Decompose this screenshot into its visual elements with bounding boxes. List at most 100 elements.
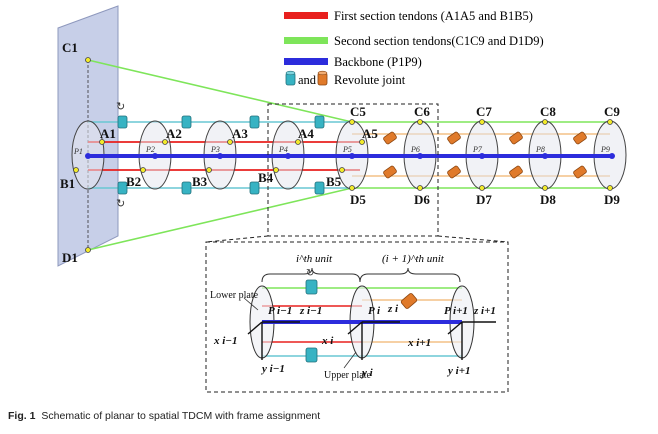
unit-i-label: i^th unit bbox=[296, 253, 333, 265]
label-P-ip1: P i+1 bbox=[444, 305, 468, 317]
label-P5: P5 bbox=[342, 145, 352, 154]
label-P-i: P i bbox=[368, 305, 381, 317]
rotation-arrow-top-icon: ↻ bbox=[116, 101, 125, 113]
label-D6: D6 bbox=[414, 192, 430, 207]
frame-axes bbox=[247, 321, 496, 360]
cyan-joint-icon bbox=[249, 115, 260, 129]
inset-orange-joint-icon bbox=[400, 293, 418, 309]
unit-i1-label: (i + 1)^th unit bbox=[382, 253, 445, 265]
figure-number: Fig. 1 bbox=[8, 410, 36, 422]
label-P9: P9 bbox=[600, 145, 610, 154]
cyan-joint-icon bbox=[117, 115, 128, 129]
legend-cyan-joint-icon bbox=[285, 70, 296, 86]
orange-joint-icon bbox=[383, 165, 397, 179]
orange-joint-icon bbox=[447, 131, 461, 145]
label-y-im1: y i−1 bbox=[260, 363, 285, 375]
orange-joints bbox=[383, 131, 587, 179]
label-P7: P7 bbox=[472, 145, 483, 154]
cyan-joint-icon bbox=[314, 181, 325, 195]
cyan-joint-icon bbox=[117, 181, 128, 195]
legend-swatch-first bbox=[284, 12, 328, 19]
label-D7: D7 bbox=[476, 192, 492, 207]
figure-caption: Fig. 1 Schematic of planar to spatial TDC… bbox=[8, 410, 320, 422]
label-x-i: x i bbox=[321, 335, 334, 347]
label-C9: C9 bbox=[604, 104, 620, 119]
label-P4: P4 bbox=[278, 145, 288, 154]
highlight-box bbox=[267, 103, 439, 237]
label-A4: A4 bbox=[298, 126, 314, 141]
label-P3: P3 bbox=[210, 145, 220, 154]
orange-joint-icon bbox=[383, 131, 397, 145]
cyan-joint-icon bbox=[249, 181, 260, 195]
label-P2: P2 bbox=[145, 145, 155, 154]
label-z-i: z i bbox=[387, 303, 399, 315]
orange-joint-icon bbox=[509, 165, 523, 179]
label-D9: D9 bbox=[604, 192, 620, 207]
label-P1: P1 bbox=[73, 147, 83, 156]
brace-unit-i bbox=[261, 267, 361, 283]
legend-swatch-backbone bbox=[284, 58, 328, 65]
label-B2: B2 bbox=[126, 174, 141, 189]
zoom-line-right bbox=[437, 235, 509, 243]
brace-unit-i1 bbox=[359, 267, 461, 283]
label-P-im1: P i−1 bbox=[268, 305, 292, 317]
label-z-im1: z i−1 bbox=[299, 305, 322, 317]
lower-plate-pointer bbox=[243, 297, 259, 311]
legend: First section tendons (A1A5 and B1B5) Se… bbox=[284, 9, 544, 87]
inset: i^th unit (i + 1)^th unit ↻ P i−1 z i−1 … bbox=[205, 241, 509, 393]
label-A3: A3 bbox=[232, 126, 248, 141]
upper-plate-pointer bbox=[343, 351, 357, 369]
label-A2: A2 bbox=[166, 126, 182, 141]
inset-cyan-joint-icon bbox=[305, 347, 318, 363]
label-C8: C8 bbox=[540, 104, 556, 119]
legend-swatch-second bbox=[284, 37, 328, 44]
legend-joint-label: Revolute joint bbox=[334, 73, 406, 87]
rotation-arrow-bottom-icon: ↻ bbox=[116, 198, 125, 210]
label-B1: B1 bbox=[60, 176, 75, 191]
lower-plate-label: Lower plate bbox=[210, 290, 259, 301]
label-C7: C7 bbox=[476, 104, 492, 119]
orange-joint-icon bbox=[509, 131, 523, 145]
point-labels: C1 D1 A1 A2 A3 A4 A5 B1 B2 B3 B4 B5 C5 C… bbox=[60, 40, 620, 265]
legend-backbone-label: Backbone (P1P9) bbox=[334, 55, 422, 69]
label-D1: D1 bbox=[62, 250, 78, 265]
label-P6: P6 bbox=[410, 145, 420, 154]
label-B5: B5 bbox=[326, 174, 342, 189]
legend-orange-joint-icon bbox=[317, 70, 328, 86]
tendon-points bbox=[73, 57, 613, 253]
figure-caption-text: Schematic of planar to spatial TDCM with… bbox=[41, 410, 321, 422]
label-D8: D8 bbox=[540, 192, 556, 207]
disks bbox=[71, 120, 627, 190]
backbone-nodes bbox=[85, 153, 615, 159]
label-y-ip1: y i+1 bbox=[446, 365, 470, 377]
inset-cyan-joint-icon bbox=[305, 279, 318, 295]
upper-plate-label: Upper plate bbox=[324, 370, 371, 381]
zoom-line-left bbox=[205, 235, 269, 243]
orange-joint-icon bbox=[447, 165, 461, 179]
legend-and-label: and bbox=[298, 73, 317, 87]
label-A5: A5 bbox=[362, 126, 378, 141]
orange-joint-icon bbox=[573, 165, 587, 179]
label-D5: D5 bbox=[350, 192, 366, 207]
label-C1: C1 bbox=[62, 40, 78, 55]
label-y-i: y i bbox=[360, 367, 374, 379]
legend-first-label: First section tendons (A1A5 and B1B5) bbox=[334, 9, 533, 23]
label-z-ip1: z i+1 bbox=[473, 305, 496, 317]
inset-rotation-icon: ↻ bbox=[306, 268, 314, 279]
cyan-joint-icon bbox=[181, 115, 192, 129]
label-C6: C6 bbox=[414, 104, 430, 119]
orange-joint-icon bbox=[573, 131, 587, 145]
label-B4: B4 bbox=[258, 170, 274, 185]
label-x-im1: x i−1 bbox=[213, 335, 237, 347]
legend-second-label: Second section tendons(C1C9 and D1D9) bbox=[334, 34, 544, 48]
label-B3: B3 bbox=[192, 174, 208, 189]
cyan-joints bbox=[117, 115, 325, 195]
label-x-ip1: x i+1 bbox=[407, 337, 431, 349]
cyan-joint-icon bbox=[181, 181, 192, 195]
label-A1: A1 bbox=[100, 126, 116, 141]
label-C5: C5 bbox=[350, 104, 366, 119]
cyan-joint-icon bbox=[314, 115, 325, 129]
label-P8: P8 bbox=[535, 145, 545, 154]
backbone-labels: P1 P2 P3 P4 P5 P6 P7 P8 P9 bbox=[73, 145, 610, 156]
